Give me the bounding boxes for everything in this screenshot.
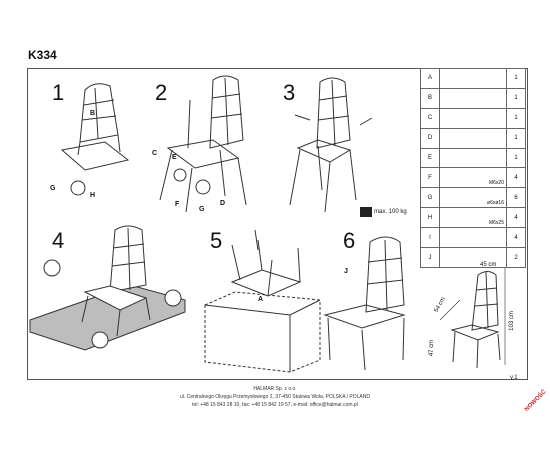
part-letter: D	[420, 127, 440, 149]
parts-row: C 1	[420, 107, 526, 129]
footer-address: ul. Centralnego Okręgu Przemysłowego 2, …	[179, 394, 370, 400]
part-letter: C	[420, 107, 440, 129]
step-number: 4	[52, 228, 65, 253]
part-image	[439, 127, 507, 149]
part-image: ø6xø16	[439, 187, 507, 209]
chair-step5-illustration	[204, 229, 321, 373]
part-image: M6x25	[439, 207, 507, 229]
part-letter: J	[420, 247, 440, 268]
part-qty: 4	[506, 227, 526, 249]
footer-contact: tel: +48 15 843 28 10, fax: +48 15 842 1…	[192, 402, 358, 408]
step-number: 5	[210, 228, 223, 253]
part-image	[439, 68, 507, 89]
step-number: 3	[283, 80, 296, 105]
part-qty: 1	[506, 107, 526, 129]
part-label: D	[220, 200, 226, 207]
chair-assembled-illustration	[289, 77, 373, 213]
parts-row: H M6x25 4	[420, 207, 526, 229]
part-letter: I	[420, 227, 440, 249]
instructions-frame	[27, 68, 528, 380]
part-letter: F	[420, 167, 440, 189]
part-spec: ø6xø16	[487, 200, 504, 207]
parts-row: D 1	[420, 127, 526, 149]
part-label: G	[50, 185, 56, 192]
parts-row: G ø6xø16 6	[420, 187, 526, 209]
weight-icon	[360, 207, 372, 217]
step-number: 1	[52, 80, 65, 105]
parts-row: I 4	[420, 227, 526, 249]
part-label: G	[199, 206, 205, 213]
part-spec: M6x20	[488, 180, 504, 187]
parts-row: E 1	[420, 147, 526, 169]
seat-height-dimension: 47 cm	[429, 339, 436, 357]
part-image: M6x20	[439, 167, 507, 189]
part-label: H	[90, 192, 96, 199]
part-label: J	[344, 268, 348, 275]
step-number: 2	[155, 80, 168, 105]
part-qty: 4	[506, 167, 526, 189]
footer-company: HALMAR Sp. z o.o.	[253, 386, 297, 392]
part-qty: 1	[506, 127, 526, 149]
part-letter: G	[420, 187, 440, 209]
chair-back-illustration	[60, 83, 130, 196]
max-weight-label: max. 100 kg	[374, 209, 407, 215]
part-label: B	[90, 110, 96, 117]
chair-final-illustration	[323, 236, 406, 371]
part-spec: M6x25	[488, 220, 504, 227]
parts-row: F M6x20 4	[420, 167, 526, 189]
page-title: K334	[28, 48, 57, 62]
part-letter: B	[420, 87, 440, 109]
part-qty: 1	[506, 87, 526, 109]
parts-row: J 2	[420, 247, 526, 268]
part-letter: A	[420, 68, 440, 89]
step-number: 6	[343, 228, 356, 253]
part-qty: 6	[506, 187, 526, 209]
parts-row: B 1	[420, 87, 526, 109]
version-label: v.1	[510, 375, 518, 381]
chair-frame-illustration	[159, 75, 247, 213]
height-dimension: 103 cm	[508, 311, 515, 331]
chair-step4-illustration	[29, 225, 186, 351]
part-qty: 2	[506, 247, 526, 268]
part-qty: 1	[506, 147, 526, 169]
part-image	[439, 247, 507, 268]
parts-row: A 1	[420, 68, 526, 89]
part-label: C	[152, 150, 158, 157]
part-qty: 1	[506, 68, 526, 89]
part-letter: H	[420, 207, 440, 229]
chair-dimensions-illustration	[439, 268, 506, 369]
part-label: E	[172, 154, 177, 161]
part-image	[439, 147, 507, 169]
part-letter: E	[420, 147, 440, 169]
part-image	[439, 227, 507, 249]
part-qty: 4	[506, 207, 526, 229]
part-image	[439, 107, 507, 129]
part-label: F	[175, 201, 180, 208]
part-label: A	[258, 296, 264, 303]
part-image	[439, 87, 507, 109]
parts-list: A 1 B 1 C 1 D 1 E 1 F M6x20 4	[420, 68, 526, 268]
